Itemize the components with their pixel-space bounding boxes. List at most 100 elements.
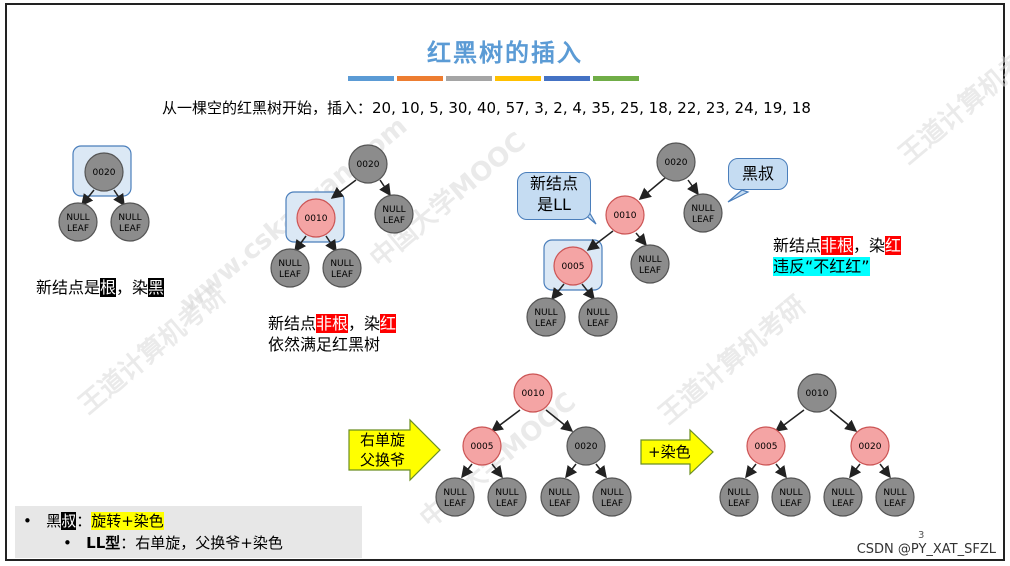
node-red: 0005 (462, 426, 502, 466)
note-text: 新结点 (773, 236, 822, 255)
null-leaf: NULL LEAF (630, 244, 670, 284)
csdn-credit: CSDN @PY_XAT_SFZL (856, 542, 996, 557)
null-leaf: NULL LEAF (58, 202, 98, 242)
null-leaf: NULL LEAF (875, 477, 915, 517)
svg-text:NULL: NULL (278, 259, 301, 269)
rotate-arrow-shape (348, 418, 441, 482)
null-leaf: NULL LEAF (322, 248, 362, 288)
note-highlight: 非根 (821, 236, 854, 255)
svg-text:NULL: NULL (727, 488, 750, 498)
legend-text: ：右单旋，父换爷+染色 (120, 534, 283, 552)
svg-text:NULL: NULL (779, 488, 802, 498)
svg-text:NULL: NULL (600, 488, 623, 498)
svg-text:LEAF: LEAF (67, 224, 89, 234)
tree-after-recolor: 0010 0005 0020 NULL LEAF NULL LEAF NULL … (719, 373, 915, 517)
svg-text:LEAF: LEAF (884, 499, 906, 509)
note-text: 新结点 (268, 314, 317, 333)
node-red: 0010 (605, 195, 645, 235)
svg-text:0020: 0020 (575, 442, 598, 452)
svg-text:LEAF: LEAF (444, 499, 466, 509)
svg-text:NULL: NULL (534, 308, 557, 318)
svg-text:0005: 0005 (562, 262, 585, 272)
node-black: 0020 (656, 142, 696, 182)
color-bar (397, 76, 443, 81)
color-bar (348, 76, 394, 81)
svg-text:0020: 0020 (859, 442, 882, 452)
note-text: ，染 (348, 314, 381, 333)
insert-sequence: 从一棵空的红黑树开始，插入：20, 10, 5, 30, 40, 57, 3, … (162, 99, 811, 117)
note-highlight: 黑 (148, 278, 165, 297)
note-text: ，染 (116, 278, 149, 297)
legend-box: • 黑叔：旋转+染色 • LL型：右单旋，父换爷+染色 (15, 506, 362, 558)
note-highlight: 非根 (316, 314, 349, 333)
note-text: ，染 (853, 236, 886, 255)
null-leaf: NULL LEAF (526, 297, 566, 337)
node-black: 0020 (84, 152, 124, 192)
svg-text:0020: 0020 (665, 158, 688, 168)
svg-text:NULL: NULL (691, 204, 714, 214)
node-red: 0005 (553, 246, 593, 286)
legend-text: LL型 (86, 534, 121, 552)
page-number: 3 (918, 530, 925, 541)
callout-new-node-ll: 新结点 是LL (517, 172, 591, 220)
null-leaf: NULL LEAF (540, 477, 580, 517)
svg-text:LEAF: LEAF (692, 215, 714, 225)
tree-step3: 0020 0010 NULL LEAF 0005 NULL LEAF NULL … (526, 142, 723, 337)
color-bar (593, 76, 639, 81)
note-highlight: 根 (100, 278, 117, 297)
tree-step1: 0020 NULL LEAF NULL LEAF (58, 145, 150, 242)
null-leaf-uncle: NULL LEAF (683, 193, 723, 233)
svg-text:NULL: NULL (638, 255, 661, 265)
legend-line-1: • 黑叔：旋转+染色 (23, 510, 362, 532)
recolor-arrow-label: +染色 (648, 443, 691, 461)
title-color-bars (348, 76, 639, 81)
color-bar (495, 76, 541, 81)
note-highlight: 红 (885, 236, 902, 255)
note-highlight: 红 (380, 314, 397, 333)
color-bar (446, 76, 492, 81)
svg-text:LEAF: LEAF (639, 266, 661, 276)
null-leaf: NULL LEAF (592, 477, 632, 517)
null-leaf: NULL LEAF (435, 477, 475, 517)
node-black: 0020 (566, 426, 606, 466)
null-leaf: NULL LEAF (110, 202, 150, 242)
svg-text:LEAF: LEAF (535, 319, 557, 329)
svg-text:0010: 0010 (614, 211, 637, 221)
null-leaf: NULL LEAF (578, 297, 618, 337)
null-leaf: NULL LEAF (270, 248, 310, 288)
node-red: 0020 (850, 426, 890, 466)
svg-text:LEAF: LEAF (496, 499, 518, 509)
slide-title: 红黑树的插入 (427, 39, 583, 67)
svg-text:NULL: NULL (330, 259, 353, 269)
svg-text:NULL: NULL (586, 308, 609, 318)
svg-text:0020: 0020 (93, 168, 116, 178)
svg-text:NULL: NULL (118, 213, 141, 223)
recolor-arrow-shape (640, 428, 714, 476)
svg-text:NULL: NULL (382, 205, 405, 215)
svg-text:LEAF: LEAF (549, 499, 571, 509)
callout-black-uncle: 黑叔 (728, 158, 788, 190)
svg-text:NULL: NULL (66, 213, 89, 223)
legend-text: 黑 (46, 512, 62, 530)
note-highlight: 违反“不红红” (773, 257, 870, 276)
svg-text:0005: 0005 (755, 442, 778, 452)
svg-text:NULL: NULL (443, 488, 466, 498)
tree-step2: 0020 0010 NULL LEAF NULL LEAF NULL LEAF (270, 144, 414, 288)
callout-tail (727, 189, 750, 203)
null-leaf: NULL LEAF (487, 477, 527, 517)
svg-text:LEAF: LEAF (279, 270, 301, 280)
node-red: 0005 (746, 426, 786, 466)
node-black: 0020 (348, 144, 388, 184)
bullet: • (23, 512, 32, 530)
legend-text: ： (76, 512, 92, 530)
svg-text:NULL: NULL (831, 488, 854, 498)
svg-text:NULL: NULL (548, 488, 571, 498)
node-black: 0010 (797, 373, 837, 413)
null-leaf: NULL LEAF (823, 477, 863, 517)
note-step2: 新结点非根，染红 依然满足红黑树 (268, 313, 397, 355)
note-text: 依然满足红黑树 (268, 335, 381, 354)
null-leaf: NULL LEAF (374, 194, 414, 234)
svg-text:0010: 0010 (522, 389, 545, 399)
legend-highlight: 旋转+染色 (91, 512, 164, 530)
